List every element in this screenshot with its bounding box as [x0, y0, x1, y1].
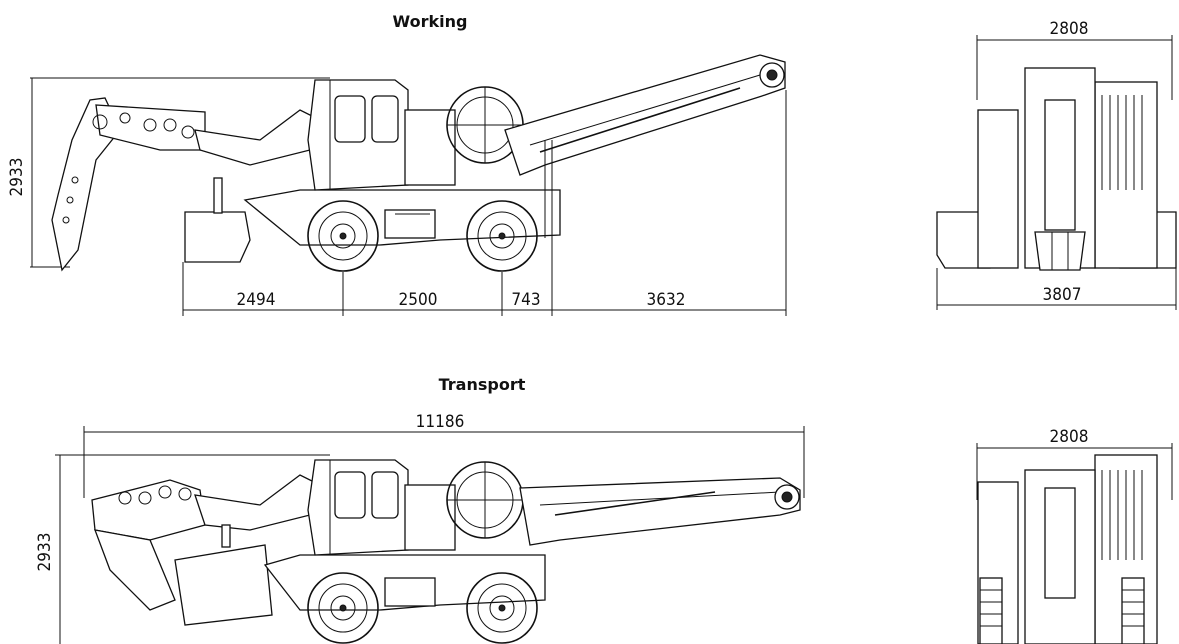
working-conveyor [504, 54, 786, 238]
working-length-dimensions: 2494 2500 743 3632 [182, 90, 787, 316]
rear-overhang-label: 2494 [237, 290, 276, 310]
working-side-view: Working 2933 [7, 12, 787, 316]
transport-front-blade [174, 544, 273, 626]
transport-front-wheel [466, 572, 538, 644]
transport-cutter-arm [91, 474, 321, 611]
transport-side-view: Transport 11186 2933 [35, 375, 805, 644]
transport-cable-reel [404, 461, 524, 551]
working-chassis [243, 189, 561, 246]
transport-title: Transport [439, 375, 526, 394]
transport-rear-wheel [307, 572, 379, 644]
transport-front-view: 2808 [976, 427, 1173, 644]
working-rear-wheel [307, 200, 379, 272]
working-front-width-label: 2808 [1050, 19, 1089, 39]
working-front-wheel [466, 200, 538, 272]
working-height-label: 2933 [7, 158, 27, 197]
wheelbase-label: 2500 [399, 290, 438, 310]
working-title: Working [393, 12, 468, 31]
transport-length-label: 11186 [416, 412, 465, 432]
transport-front-width-label: 2808 [1050, 427, 1089, 447]
conveyor-length-label: 3632 [647, 290, 686, 310]
working-front-view: 2808 3807 [936, 19, 1177, 310]
transport-conveyor [519, 477, 801, 546]
working-front-outrigger-label: 3807 [1043, 285, 1082, 305]
working-front-blade [184, 211, 251, 263]
transport-cab [307, 459, 409, 556]
transport-height-label: 2933 [35, 533, 55, 572]
conveyor-offset-label: 743 [511, 290, 540, 310]
working-cutter-arm [51, 97, 321, 272]
working-cab [307, 79, 409, 191]
working-cable-reel [404, 86, 524, 186]
